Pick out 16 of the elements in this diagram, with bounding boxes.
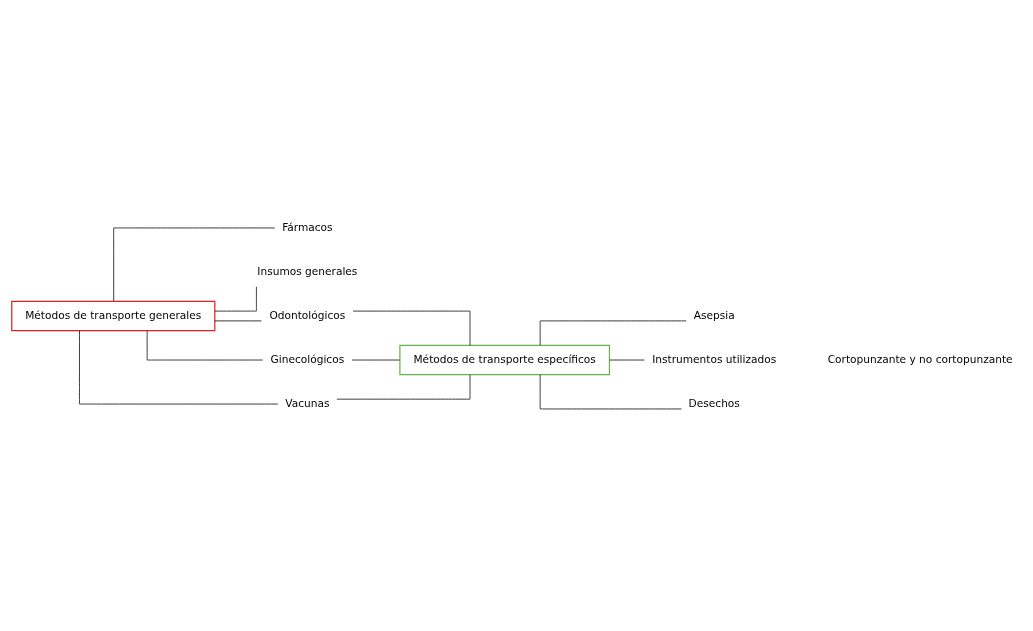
node-text: Insumos generales — [257, 264, 358, 277]
connector — [214, 285, 257, 312]
node-box: Métodos de transporte generales — [11, 300, 216, 331]
label: Cortopunzante y no cortopunzante — [827, 352, 1013, 365]
connector — [146, 330, 264, 360]
node-text: Desechos — [688, 396, 740, 409]
connector — [113, 227, 276, 301]
connector — [79, 330, 279, 404]
node-text: Asepsia — [693, 308, 735, 321]
node-text: Odontológicos — [269, 308, 346, 321]
node-text: Fármacos — [282, 220, 333, 233]
node-text: Vacunas — [285, 396, 330, 409]
node-box: Métodos de transporte específicos — [399, 344, 611, 375]
connector — [539, 373, 682, 409]
node-text: Ginecológicos — [270, 352, 345, 365]
node-text: Instrumentos utilizados — [652, 352, 777, 365]
